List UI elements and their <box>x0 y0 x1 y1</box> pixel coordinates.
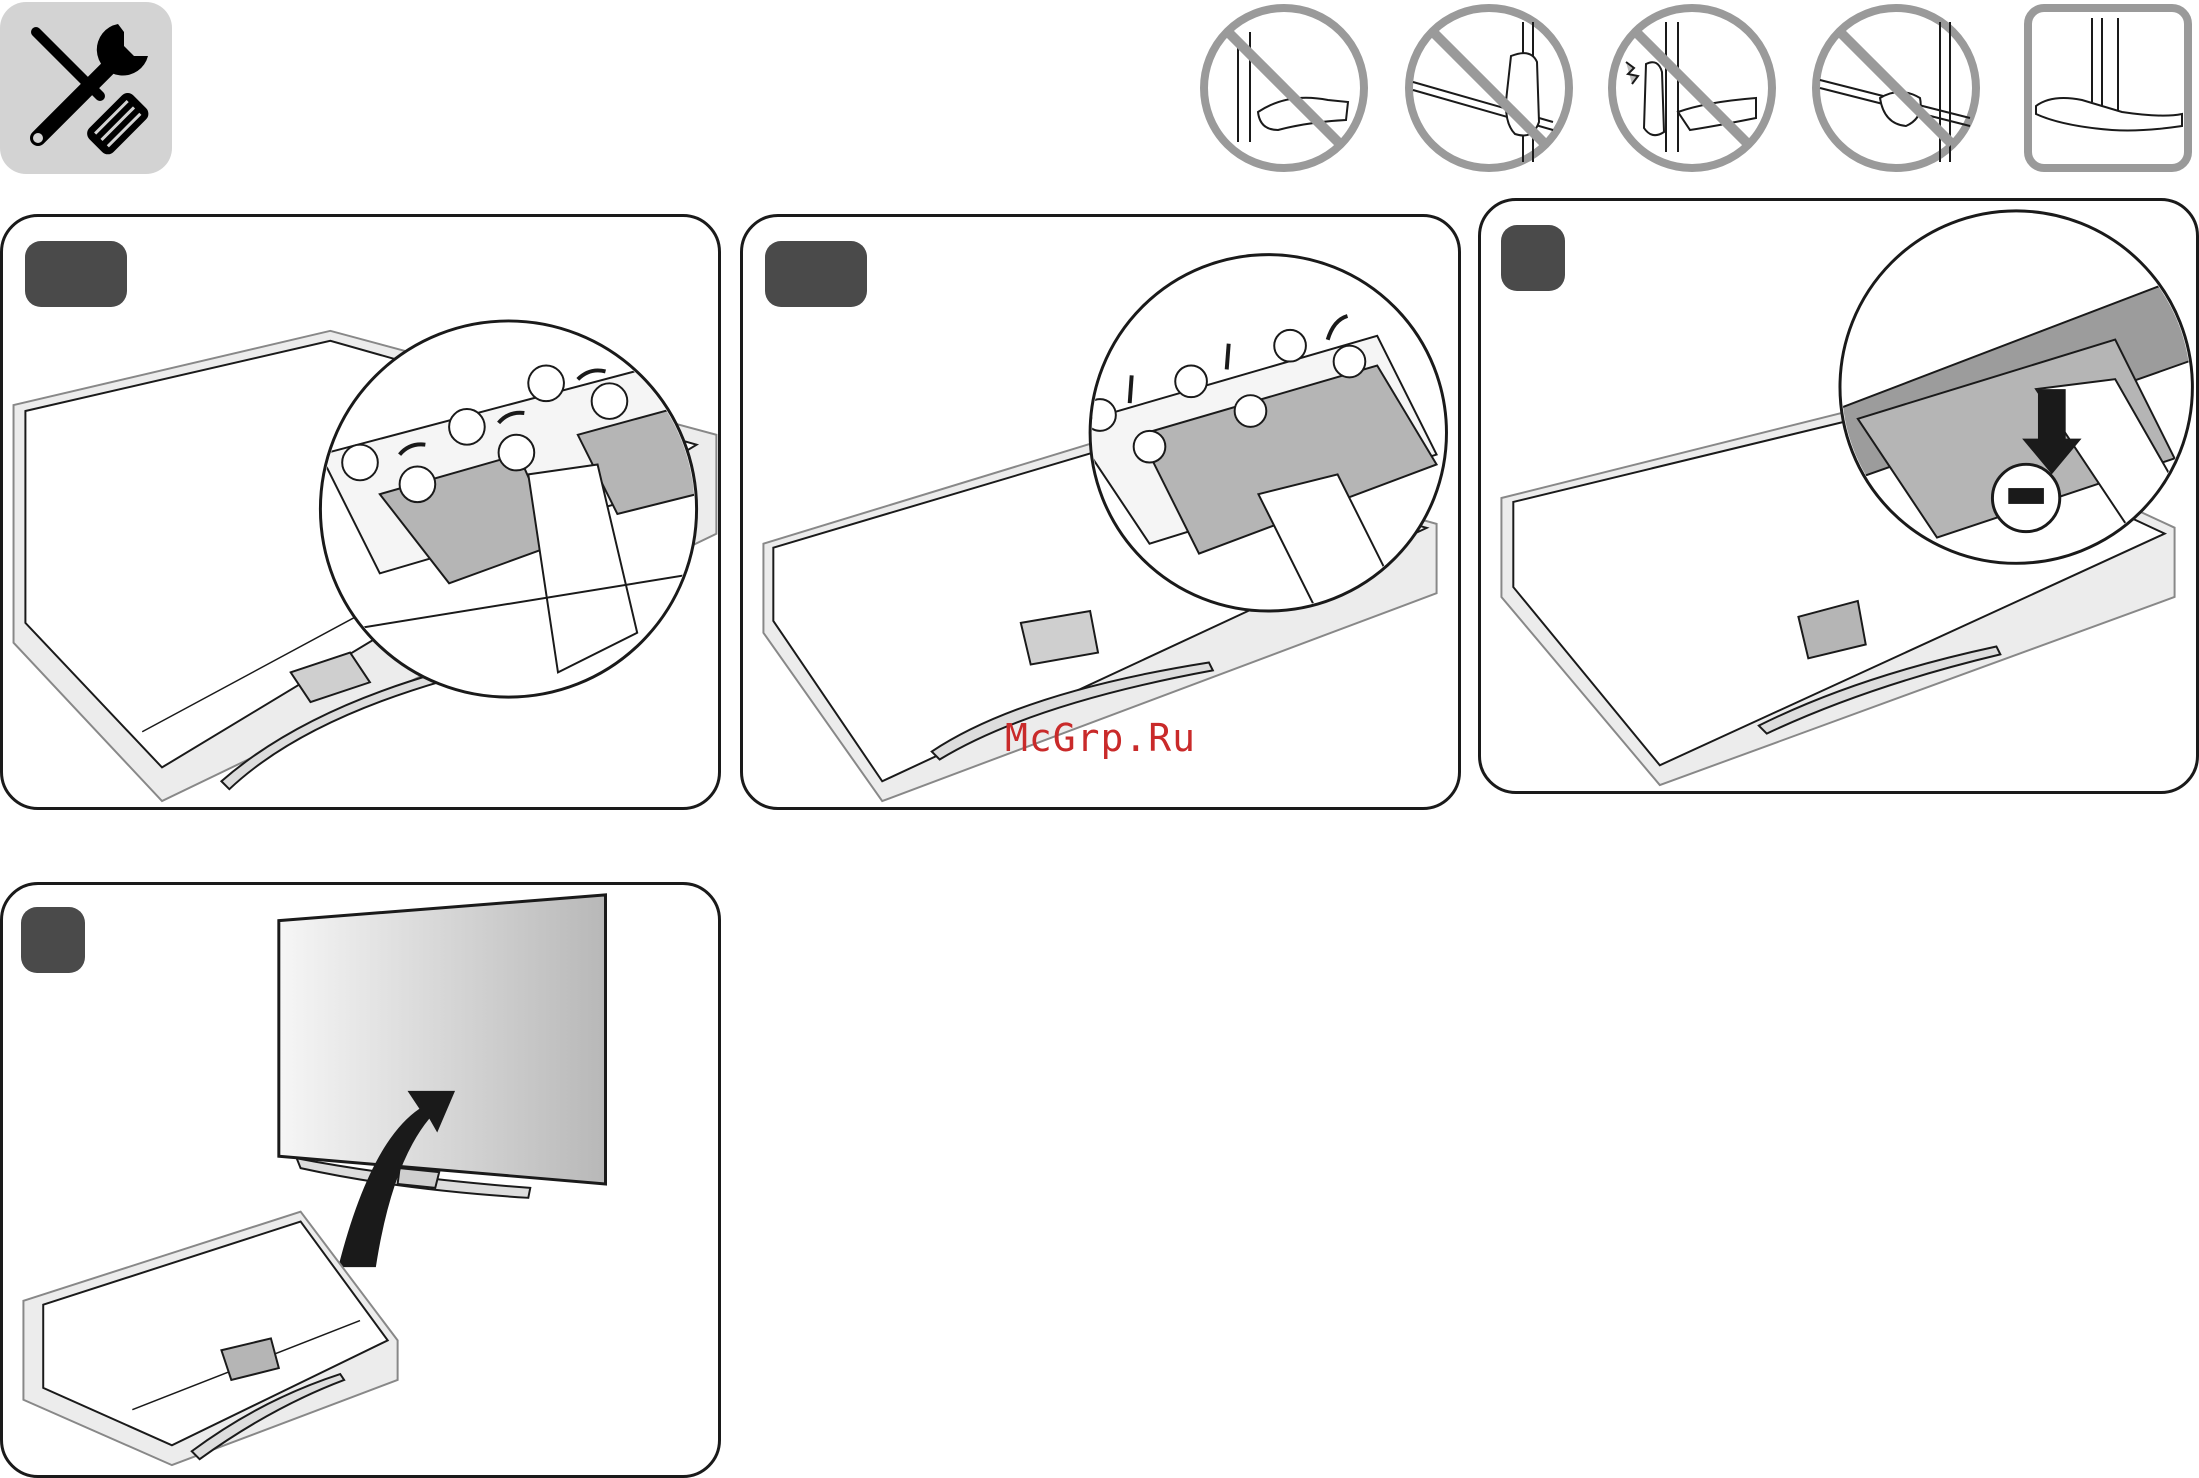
no-press-screen-icon <box>1606 2 1778 174</box>
no-hold-bezel-icon <box>1810 2 1982 174</box>
step-badge-3 <box>1501 225 1565 291</box>
tools-icon <box>0 2 172 174</box>
no-touch-edge-icon <box>1198 2 1370 174</box>
step-panel-1 <box>0 214 721 810</box>
step-panel-3 <box>1478 198 2199 794</box>
watermark-text: McGrp.Ru <box>1005 716 1196 760</box>
step-badge-1 <box>25 241 127 307</box>
correct-support-icon <box>2022 2 2194 174</box>
step-badge-2 <box>765 241 867 307</box>
no-grab-frame-icon <box>1403 2 1575 174</box>
step-panel-4 <box>0 882 721 1478</box>
step-badge-4 <box>21 907 85 973</box>
